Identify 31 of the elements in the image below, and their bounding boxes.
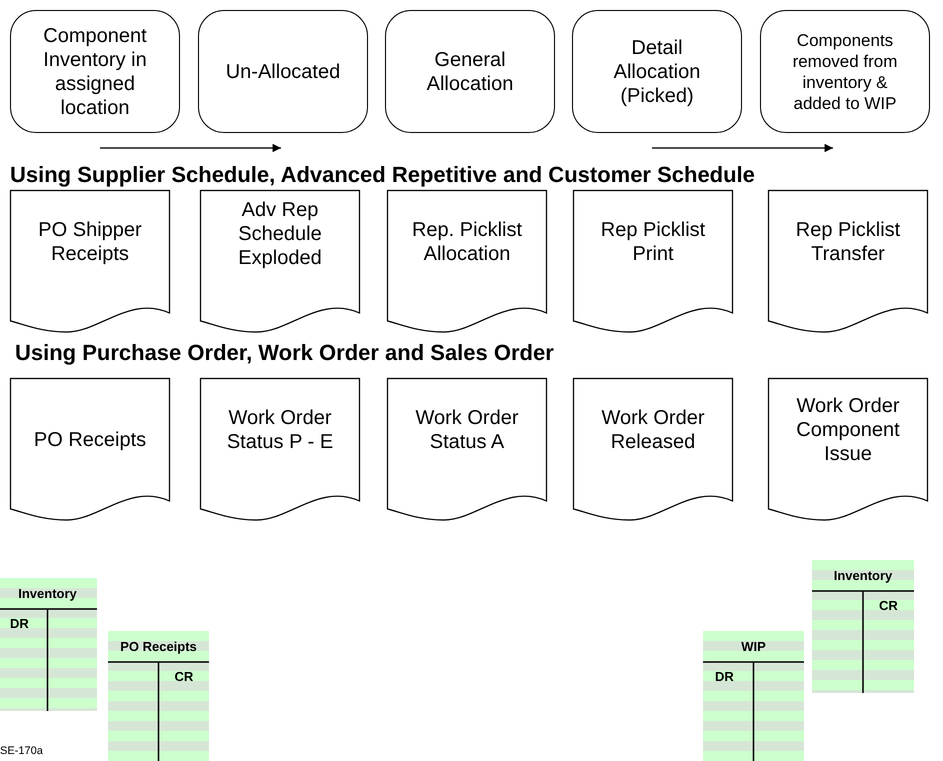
document-text: Work Order Status P - E <box>226 406 334 454</box>
section-heading: Using Purchase Order, Work Order and Sales Order <box>15 340 554 366</box>
document-text: Rep Picklist Print <box>600 218 706 266</box>
account-side-label: DR <box>715 669 734 684</box>
state-box <box>385 10 555 133</box>
state-text: General Allocation <box>426 48 514 96</box>
state-text: Un-Allocated <box>226 60 340 84</box>
account-title: Inventory <box>832 568 894 583</box>
document-text: Work Order Status A <box>414 406 520 454</box>
state-box <box>198 10 368 133</box>
account-title: Inventory <box>17 586 78 601</box>
account-side-label: CR <box>174 669 194 684</box>
document-text: Rep. Picklist Allocation <box>410 218 524 266</box>
account-side-label: CR <box>879 598 898 613</box>
state-text: Detail Allocation (Picked) <box>612 36 702 108</box>
account-title: WIP <box>740 639 767 654</box>
document-text: Adv Rep Schedule Exploded <box>237 198 323 270</box>
state-box <box>760 10 930 133</box>
figure-code: SE-170a <box>0 745 43 757</box>
document-text: Work Order Released <box>600 406 706 454</box>
account-side-label: DR <box>10 616 29 631</box>
document-text: PO Receipts <box>32 428 148 452</box>
state-box <box>572 10 742 133</box>
document-text: Work Order Component Issue <box>795 394 901 466</box>
state-box <box>10 10 180 133</box>
document-text: Rep Picklist Transfer <box>794 218 902 266</box>
state-text: Components removed from inventory & added to WIP <box>792 30 898 114</box>
state-text: Component Inventory in assigned location <box>42 24 148 120</box>
section-heading: Using Supplier Schedule, Advanced Repetitive and Customer Schedule <box>10 162 755 188</box>
document-text: PO Shipper Receipts <box>37 218 143 266</box>
account-title: PO Receipts <box>119 639 198 654</box>
